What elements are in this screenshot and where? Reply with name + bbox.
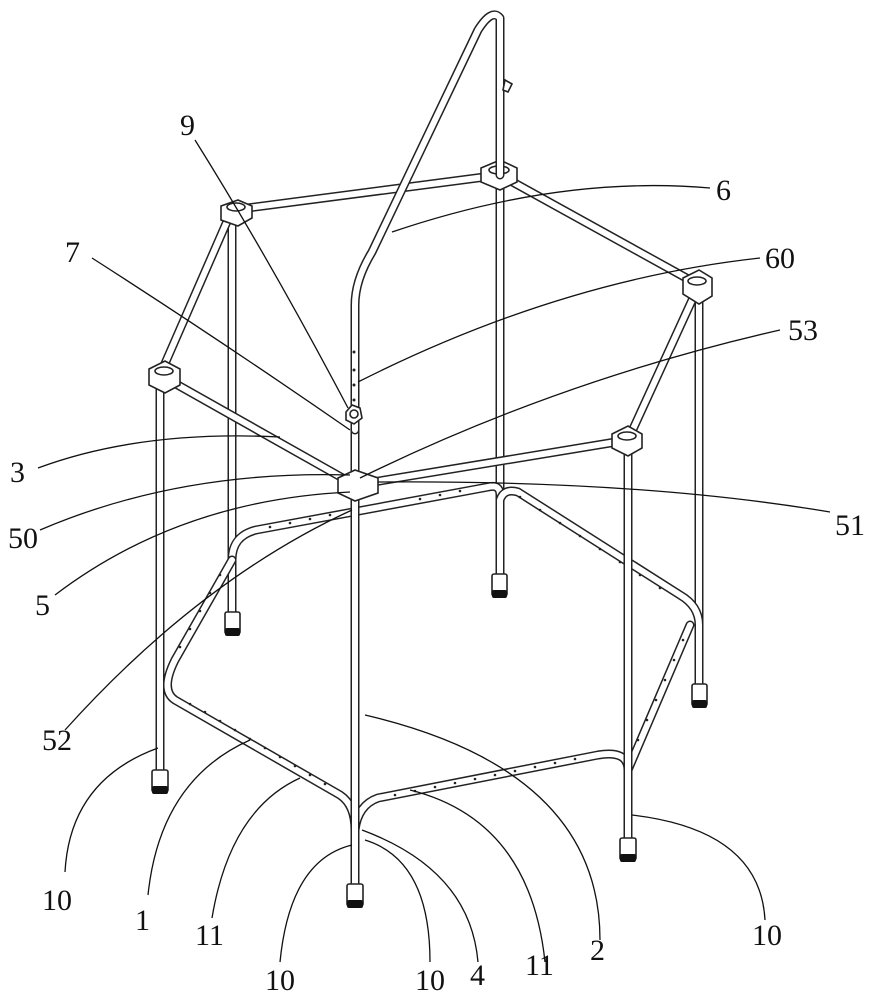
label-60: 60 — [765, 242, 795, 275]
label-6: 6 — [716, 174, 731, 207]
label-50: 50 — [8, 522, 38, 555]
label-53: 53 — [788, 314, 818, 347]
label-1: 1 — [135, 904, 150, 937]
label-5: 5 — [35, 589, 50, 622]
label-10-left: 10 — [42, 884, 72, 917]
upright-bent-pole — [353, 15, 513, 430]
label-4: 4 — [470, 959, 485, 992]
label-52: 52 — [42, 724, 72, 757]
label-10-right: 10 — [752, 919, 782, 952]
label-11-right: 11 — [525, 949, 554, 982]
bottom-frame — [160, 486, 699, 880]
frame-structure — [149, 15, 712, 908]
label-9: 9 — [180, 109, 195, 142]
label-11-left: 11 — [195, 919, 224, 952]
label-51: 51 — [835, 509, 865, 542]
reference-labels: 9 6 7 60 53 3 50 51 5 52 10 1 11 10 10 4… — [8, 109, 865, 997]
label-7: 7 — [65, 236, 80, 269]
locking-knob — [346, 405, 362, 424]
label-10-bottom-a: 10 — [265, 964, 295, 997]
label-2: 2 — [590, 934, 605, 967]
label-10-bottom-b: 10 — [415, 964, 445, 997]
label-3: 3 — [10, 456, 25, 489]
